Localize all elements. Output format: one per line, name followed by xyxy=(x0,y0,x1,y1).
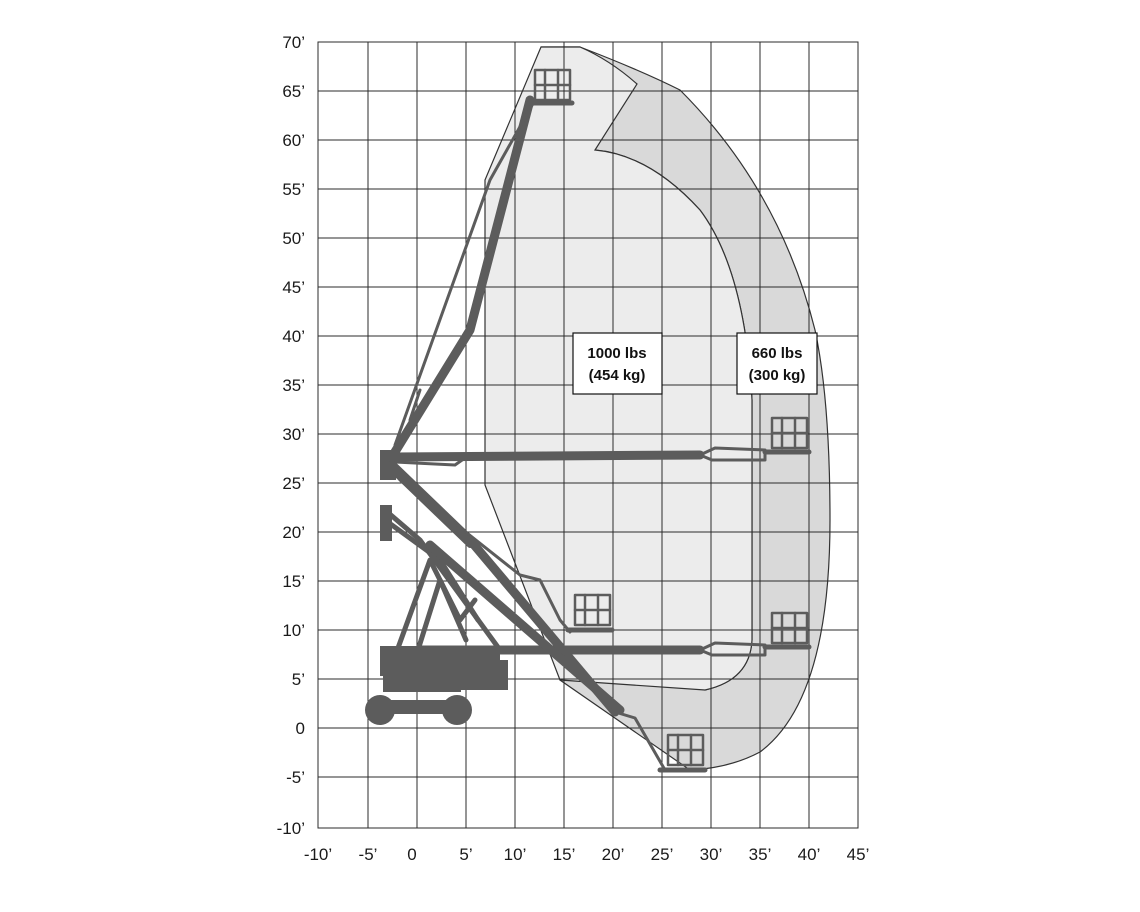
y-tick: 40’ xyxy=(282,327,305,346)
capacity-label-outer: 660 lbs (300 kg) xyxy=(736,332,818,395)
x-tick: 30’ xyxy=(700,845,723,864)
platform-top xyxy=(527,68,575,106)
x-axis-labels: -10’ -5’ 0 5’ 10’ 15’ 20’ 25’ 30’ 35’ 40… xyxy=(304,845,870,864)
platform-right-lower xyxy=(762,611,812,650)
capacity-lbs: 660 lbs xyxy=(752,345,803,362)
y-axis-labels: 70’ 65’ 60’ 55’ 50’ 45’ 40’ 35’ 30’ 25’ … xyxy=(277,33,305,838)
y-tick: 70’ xyxy=(282,33,305,52)
y-tick: 50’ xyxy=(282,229,305,248)
y-tick: 45’ xyxy=(282,278,305,297)
y-tick: 20’ xyxy=(282,523,305,542)
x-tick: 10’ xyxy=(504,845,527,864)
y-tick: 0 xyxy=(296,719,305,738)
y-tick: 30’ xyxy=(282,425,305,444)
y-tick: 25’ xyxy=(282,474,305,493)
y-tick: 15’ xyxy=(282,572,305,591)
platform-bottom xyxy=(657,733,708,773)
x-tick: 40’ xyxy=(798,845,821,864)
capacity-kg: (300 kg) xyxy=(749,367,806,384)
y-tick: 10’ xyxy=(282,621,305,640)
x-tick: -5’ xyxy=(359,845,378,864)
main-boom-high xyxy=(385,95,535,465)
x-tick: 0 xyxy=(407,845,416,864)
y-tick: -10’ xyxy=(277,819,305,838)
x-tick: 15’ xyxy=(553,845,576,864)
x-tick: 5’ xyxy=(459,845,472,864)
platform-middle xyxy=(565,593,615,633)
x-tick: -10’ xyxy=(304,845,332,864)
capacity-kg: (454 kg) xyxy=(589,367,646,384)
boom-diagonal-down xyxy=(387,460,620,717)
x-tick: 35’ xyxy=(749,845,772,864)
x-tick: 25’ xyxy=(651,845,674,864)
y-tick: -5’ xyxy=(286,768,305,787)
axle-housing xyxy=(383,676,461,692)
y-tick: 65’ xyxy=(282,82,305,101)
platform-right-upper xyxy=(762,416,812,455)
y-tick: 60’ xyxy=(282,131,305,150)
boom-lift-machine xyxy=(365,68,812,773)
capacity-lbs: 1000 lbs xyxy=(587,345,646,362)
capacity-label-inner: 1000 lbs (454 kg) xyxy=(572,332,663,395)
y-tick: 5’ xyxy=(292,670,305,689)
y-tick: 35’ xyxy=(282,376,305,395)
boom-horizontal-upper xyxy=(387,450,705,462)
y-tick: 55’ xyxy=(282,180,305,199)
x-tick: 45’ xyxy=(847,845,870,864)
x-tick: 20’ xyxy=(602,845,625,864)
